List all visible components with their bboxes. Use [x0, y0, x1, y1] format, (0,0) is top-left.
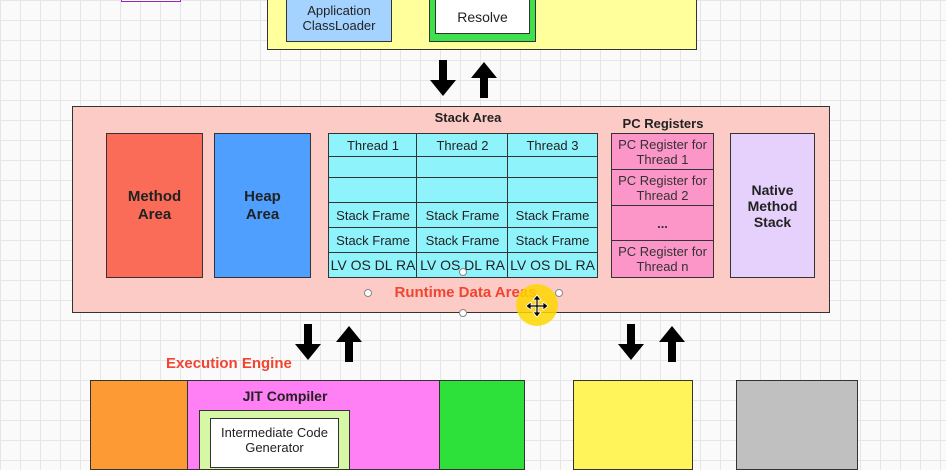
interpreter-box	[90, 380, 190, 470]
resize-handle[interactable]	[364, 289, 372, 297]
move-cursor-icon	[525, 294, 549, 318]
thread-2-stack-frame: Stack Frame	[416, 202, 509, 229]
pc-register-item: PC Register for Thread 1	[611, 133, 714, 171]
pc-registers-title: PC Registers	[622, 116, 704, 131]
resolve-label: Resolve	[457, 9, 508, 25]
pc-register-item: PC Register for Thread n	[611, 240, 714, 278]
thread-1-header: Thread 1	[328, 133, 418, 158]
resolve-box: Resolve	[435, 0, 530, 34]
execution-engine-title: Execution Engine	[166, 355, 292, 372]
pc-register-item: PC Register for Thread 2	[611, 169, 714, 207]
intermediate-code-generator-label: Intermediate Code Generator	[221, 425, 328, 455]
thread-2-empty-slot	[416, 156, 509, 179]
native-method-libraries-box	[736, 380, 858, 470]
thread-2-empty-slot	[416, 177, 509, 204]
thread-1-stack-frame: Stack Frame	[328, 202, 418, 229]
runtime-data-areas-title: Runtime Data Areas	[394, 284, 537, 301]
application-classloader-box: Application ClassLoader	[286, 0, 392, 42]
thread-2-locals: LV OS DL RA	[416, 252, 509, 278]
arrows-runtime-native	[618, 324, 685, 362]
thread-3-empty-slot	[507, 177, 598, 204]
up-arrow-icon	[336, 326, 362, 362]
down-arrow-icon	[618, 324, 644, 360]
thread-1-stack-frame: Stack Frame	[328, 227, 418, 254]
native-method-stack-box: Native Method Stack	[730, 133, 815, 278]
native-method-stack-label: Native Method Stack	[747, 181, 798, 230]
thread-3-locals: LV OS DL RA	[507, 252, 598, 278]
jit-compiler-title: JIT Compiler	[242, 388, 328, 404]
thread-3-header: Thread 3	[507, 133, 598, 158]
heap-area-label: Heap Area	[244, 187, 281, 223]
application-classloader-box	[121, 0, 181, 2]
method-area-box: Method Area	[106, 133, 203, 278]
stack-area-title: Stack Area	[434, 110, 502, 125]
thread-1-locals: LV OS DL RA	[328, 252, 418, 278]
thread-3-stack-frame: Stack Frame	[507, 202, 598, 229]
arrows-runtime-execution	[295, 324, 362, 362]
thread-3-stack-frame: Stack Frame	[507, 227, 598, 254]
resize-handle[interactable]	[459, 309, 467, 317]
pc-register-ellipsis: ...	[611, 205, 714, 242]
thread-1-empty-slot	[328, 156, 418, 179]
up-arrow-icon	[659, 326, 685, 362]
thread-2-header: Thread 2	[416, 133, 509, 158]
heap-area-box: Heap Area	[214, 133, 311, 278]
thread-3-empty-slot	[507, 156, 598, 179]
thread-1-empty-slot	[328, 177, 418, 204]
resize-handle[interactable]	[555, 289, 563, 297]
method-area-label: Method Area	[127, 187, 182, 223]
arrows-classloader-runtime	[430, 60, 497, 98]
resize-handle[interactable]	[459, 268, 467, 276]
thread-2-stack-frame: Stack Frame	[416, 227, 509, 254]
down-arrow-icon	[295, 324, 321, 360]
intermediate-code-generator-box: Intermediate Code Generator	[210, 418, 339, 468]
up-arrow-icon	[471, 62, 497, 98]
garbage-collector-box	[439, 380, 525, 470]
down-arrow-icon	[430, 60, 456, 96]
native-method-interface-box	[573, 380, 693, 470]
application-classloader-label: Application ClassLoader	[302, 3, 376, 33]
